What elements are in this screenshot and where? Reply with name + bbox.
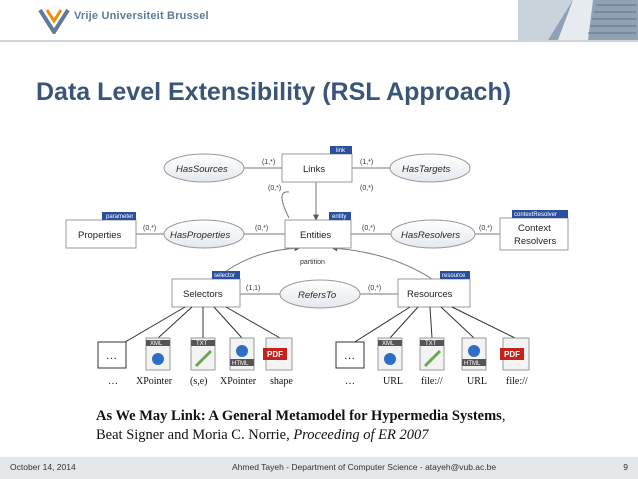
txt-file-icon: TXT bbox=[420, 338, 444, 370]
selector-label-xpointer-2: XPointer bbox=[220, 376, 257, 387]
mult-links-targets: (1,*) bbox=[360, 159, 373, 166]
resources-node: resource Resources bbox=[398, 271, 470, 307]
university-logo: Vrije Universiteit Brussel bbox=[0, 0, 210, 40]
svg-text:XML: XML bbox=[382, 341, 395, 347]
properties-node: parameter Properties bbox=[66, 212, 136, 248]
university-name: Vrije Universiteit Brussel bbox=[74, 10, 209, 22]
svg-text:PDF: PDF bbox=[504, 350, 520, 359]
svg-text:HTML: HTML bbox=[232, 361, 249, 367]
svg-text:TXT: TXT bbox=[196, 341, 208, 347]
slide-title: Data Level Extensibility (RSL Approach) bbox=[36, 78, 511, 107]
citation-comma: , bbox=[502, 408, 506, 424]
pdf-file-icon: PDF bbox=[263, 338, 292, 370]
context-resolvers-node: contextResolver Context Resolvers bbox=[500, 210, 568, 250]
svg-text:HTML: HTML bbox=[464, 361, 481, 367]
links-tab: link bbox=[336, 148, 346, 154]
mult-has-properties-entities: (0,*) bbox=[255, 225, 268, 232]
selector-label-shape: shape bbox=[270, 376, 293, 387]
resources-label: Resources bbox=[407, 289, 453, 300]
citation-venue: Proceeding of ER 2007 bbox=[293, 427, 428, 443]
svg-text:…: … bbox=[344, 350, 355, 362]
footer-author: Ahmed Tayeh - Department of Computer Sci… bbox=[232, 462, 496, 472]
mult-selectors-refers: (1,1) bbox=[246, 285, 260, 292]
selector-label-xpointer: XPointer bbox=[136, 376, 173, 387]
context-resolvers-label-1: Context bbox=[518, 223, 551, 234]
resources-tab: resource bbox=[442, 273, 466, 279]
footer-date: October 14, 2014 bbox=[10, 462, 76, 472]
has-targets-label: HasTargets bbox=[402, 164, 450, 175]
mult-context-resolvers: (0,*) bbox=[479, 225, 492, 232]
vub-logo-icon bbox=[38, 6, 70, 34]
xml-file-icon: XML bbox=[378, 338, 402, 370]
resource-label-ellipsis: … bbox=[345, 376, 355, 387]
html-file-icon: HTML bbox=[230, 338, 254, 370]
properties-label: Properties bbox=[78, 230, 122, 241]
mult-sources-entities: (0,*) bbox=[268, 185, 281, 192]
citation-line-2: Beat Signer and Moria C. Norrie, Proceed… bbox=[96, 426, 505, 445]
refers-to-label: RefersTo bbox=[298, 290, 336, 301]
context-resolvers-label-2: Resolvers bbox=[514, 236, 556, 247]
entities-node: entity Entities bbox=[285, 212, 351, 248]
mult-properties: (0,*) bbox=[143, 225, 156, 232]
resource-label-file: file:// bbox=[421, 376, 443, 387]
txt-file-icon: TXT bbox=[191, 338, 215, 370]
resource-row-labels: … URL file:// URL file:// bbox=[345, 376, 528, 387]
xml-file-icon: XML bbox=[146, 338, 170, 370]
svg-text:TXT: TXT bbox=[425, 341, 437, 347]
pdf-file-icon: PDF bbox=[500, 338, 529, 370]
mult-entities-resolvers: (0,*) bbox=[362, 225, 375, 232]
page-number: 9 bbox=[623, 462, 628, 472]
rsl-metamodel-diagram: link Links entity Entities parameter Pro… bbox=[0, 130, 638, 400]
mult-targets-entities: (0,*) bbox=[360, 185, 373, 192]
slide-footer: October 14, 2014 Ahmed Tayeh - Departmen… bbox=[0, 457, 638, 479]
citation: As We May Link: A General Metamodel for … bbox=[96, 407, 505, 445]
selectors-node: selector Selectors bbox=[172, 271, 240, 307]
has-properties-label: HasProperties bbox=[170, 230, 230, 241]
selector-ellipsis-box: … bbox=[98, 342, 126, 368]
selector-label-se: (s,e) bbox=[190, 376, 208, 387]
building-photo bbox=[518, 0, 638, 40]
mult-sources-links: (1,*) bbox=[262, 159, 275, 166]
html-file-icon: HTML bbox=[462, 338, 486, 370]
has-sources-label: HasSources bbox=[176, 164, 228, 175]
citation-title: As We May Link: A General Metamodel for … bbox=[96, 408, 502, 424]
selectors-label: Selectors bbox=[183, 289, 223, 300]
mult-refers-resources: (0,*) bbox=[368, 285, 381, 292]
citation-line-1: As We May Link: A General Metamodel for … bbox=[96, 407, 505, 426]
resource-label-url-2: URL bbox=[467, 376, 487, 387]
svg-text:…: … bbox=[106, 350, 117, 362]
selector-row-labels: … XPointer (s,e) XPointer shape bbox=[108, 376, 293, 387]
citation-authors: Beat Signer and Moria C. Norrie, bbox=[96, 427, 290, 443]
resource-label-url: URL bbox=[383, 376, 403, 387]
entities-label: Entities bbox=[300, 230, 331, 241]
links-label: Links bbox=[303, 164, 325, 175]
entities-tab: entity bbox=[332, 214, 346, 220]
header-divider bbox=[0, 40, 638, 42]
partition-label: partition bbox=[300, 259, 325, 266]
has-resolvers-label: HasResolvers bbox=[401, 230, 460, 241]
context-resolvers-tab: contextResolver bbox=[514, 212, 557, 218]
resource-ellipsis-box: … bbox=[336, 342, 364, 368]
svg-text:XML: XML bbox=[150, 341, 163, 347]
links-node: link Links bbox=[282, 146, 352, 182]
svg-text:PDF: PDF bbox=[267, 350, 283, 359]
properties-tab: parameter bbox=[106, 214, 133, 220]
selector-label-ellipsis: … bbox=[108, 376, 118, 387]
slide-header: Vrije Universiteit Brussel bbox=[0, 0, 638, 40]
resource-label-file-2: file:// bbox=[506, 376, 528, 387]
selectors-tab: selector bbox=[214, 273, 235, 279]
